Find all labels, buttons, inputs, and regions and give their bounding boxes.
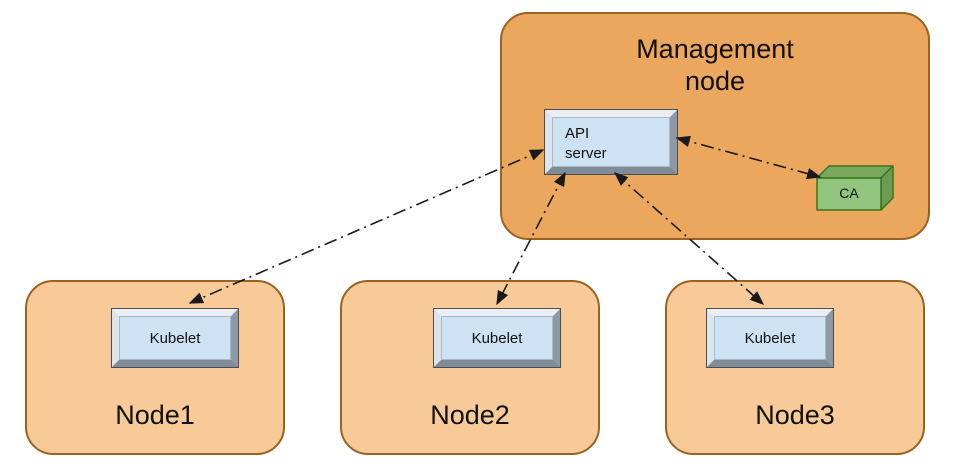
ca-cube [816, 164, 894, 217]
management-title-line2: node [684, 65, 746, 96]
api-server-label-line2: server [565, 144, 607, 162]
kubelet-label: Kubelet [744, 329, 796, 347]
kubelet-label: Kubelet [149, 329, 201, 347]
node3-label: Node3 [755, 400, 835, 430]
api-server-label-line1: API [565, 125, 590, 142]
node3-box: Kubelet Node3 [665, 280, 925, 455]
ca-cube-shape [816, 165, 894, 211]
node1-label: Node1 [115, 400, 195, 430]
node2-box: Kubelet Node2 [340, 280, 600, 455]
kubelet-label: Kubelet [471, 329, 523, 347]
management-title-line1: Management [636, 34, 794, 64]
node1-box: Kubelet Node1 [25, 280, 285, 455]
management-node-box: Management node API server [500, 12, 930, 240]
kubelet-box: Kubelet [111, 308, 239, 368]
kubelet-box: Kubelet [706, 308, 834, 368]
management-node-title: Management node [502, 34, 928, 98]
kubelet-box: Kubelet [433, 308, 561, 368]
ca-label: CA [839, 185, 859, 201]
node2-label: Node2 [430, 400, 510, 430]
api-server-box: API server [544, 109, 678, 175]
